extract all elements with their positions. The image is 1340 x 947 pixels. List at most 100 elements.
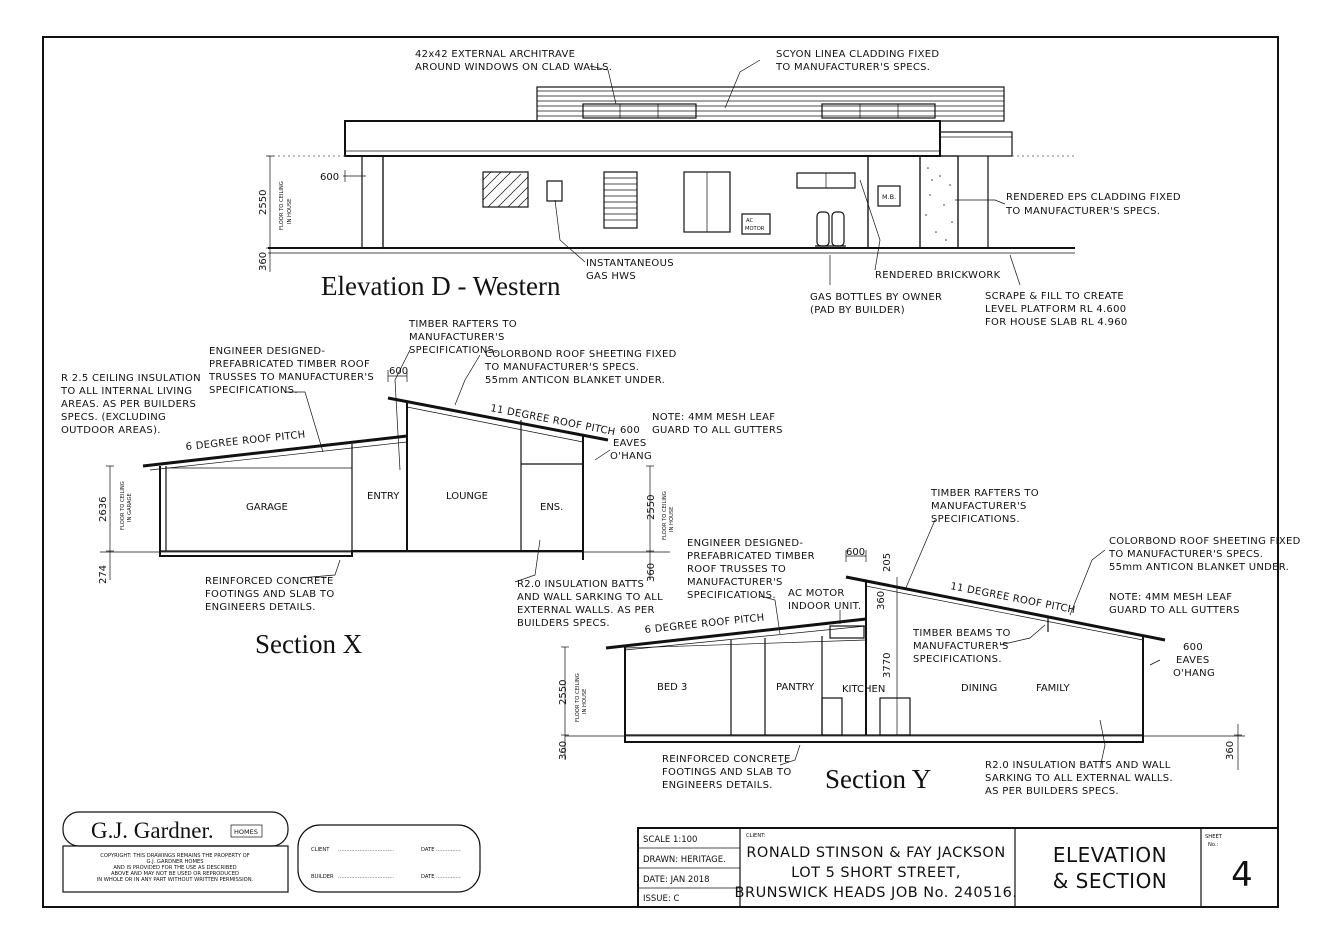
sx-dim-top: 600 <box>389 366 408 377</box>
sy-rafters-2: MANUFACTURER'S <box>931 501 1027 512</box>
clerestory-window-right <box>821 103 936 119</box>
note-cladding-2: TO MANUFACTURER'S SPECS. <box>775 62 930 73</box>
copyright-1: COPYRIGHT: THIS DRAWINGS REMAINS THE PRO… <box>100 853 249 859</box>
sx-dim-garage: 2636 <box>98 497 109 522</box>
tb-scale: SCALE 1:100 <box>643 835 697 845</box>
sy-trusses-5: SPECIFICATIONS. <box>687 590 776 601</box>
mb-label: M.B. <box>882 193 896 201</box>
room-pantry: PANTRY <box>776 682 815 693</box>
sx-batts-4: BUILDERS SPECS. <box>517 618 610 629</box>
sy-footings-2: FOOTINGS AND SLAB TO <box>662 767 792 778</box>
section-x-title: Section X <box>255 629 363 659</box>
sy-dim-top: 600 <box>846 547 865 558</box>
sx-footings-1: REINFORCED CONCRETE <box>205 576 334 587</box>
ac-label-2: MOTOR <box>745 226 765 232</box>
sy-batts-3: AS PER BUILDERS SPECS. <box>985 786 1119 797</box>
tb-heading-1: ELEVATION <box>1053 843 1167 867</box>
sy-batts-1: R2.0 INSULATION BATTS AND WALL <box>985 760 1171 771</box>
note-scrape-2: LEVEL PLATFORM RL 4.600 <box>985 304 1126 315</box>
signoff-date-1: DATE <box>421 847 435 853</box>
sy-colorbond-1: COLORBOND ROOF SHEETING FIXED <box>1109 536 1301 547</box>
sx-trusses-3: TRUSSES TO MANUFACTURER'S <box>208 372 374 383</box>
note-gas-2: (PAD BY BUILDER) <box>810 305 905 316</box>
sx-batts-1: R2.0 INSULATION BATTS <box>517 579 644 590</box>
copyright-5: IN WHOLE OR IN ANY PART WITHOUT WRITTEN … <box>97 877 254 883</box>
ac-label-1: AC <box>746 218 753 224</box>
sy-eaves-1: 600 <box>1183 642 1203 653</box>
sx-house-note-2: IN HOUSE <box>669 507 675 532</box>
note-brick: RENDERED BRICKWORK <box>875 270 1001 281</box>
dim-eave: 600 <box>320 172 339 183</box>
sx-ceiling-4: SPECS. (EXCLUDING <box>61 412 166 423</box>
sy-rafters-3: SPECIFICATIONS. <box>931 514 1020 525</box>
sy-dim-mid: 3770 <box>882 653 893 678</box>
sx-ceiling-5: OUTDOOR AREAS). <box>61 425 161 436</box>
sy-beams-1: TIMBER BEAMS TO <box>912 628 1011 639</box>
tb-sheet-number: 4 <box>1231 855 1253 895</box>
copyright-3: AND IS PROVIDED FOR THE USE AS DESCRIBED <box>113 865 236 871</box>
tb-client-label: CLIENT: <box>746 833 766 839</box>
sy-dim-house: 2550 <box>558 680 569 705</box>
clerestory-window-left <box>582 103 697 119</box>
dim-slab: 360 <box>258 252 269 271</box>
dim-height-note-1: FLOOR TO CEILING <box>279 181 285 230</box>
sy-trusses-4: MANUFACTURER'S <box>687 577 783 588</box>
sx-colorbond-1: COLORBOND ROOF SHEETING FIXED <box>485 349 677 360</box>
room-dining: DINING <box>961 683 997 694</box>
signoff-date-2: DATE <box>421 874 435 880</box>
sy-eaves-2: EAVES <box>1176 655 1210 666</box>
sy-ac-1: AC MOTOR <box>788 588 845 599</box>
brick-wall <box>867 155 921 249</box>
signoff-builder-dots: .................................. <box>338 874 394 880</box>
tb-client-line-3: BRUNSWICK HEADS JOB No. 240516. <box>735 885 1018 901</box>
signoff-box <box>297 824 481 893</box>
sx-eaves-2: EAVES <box>613 438 647 449</box>
sy-beams-3: SPECIFICATIONS. <box>913 654 1002 665</box>
room-kitchen: KITCHEN <box>842 684 885 695</box>
tb-sheet-label-2: No.: <box>1208 842 1219 848</box>
elevation-d-western <box>266 59 1075 286</box>
sx-trusses-4: SPECIFICATIONS. <box>209 385 298 396</box>
room-garage: GARAGE <box>246 502 288 513</box>
note-eps-1: RENDERED EPS CLADDING FIXED <box>1006 192 1181 203</box>
dim-height: 2550 <box>258 190 269 215</box>
tb-heading-2: & SECTION <box>1053 869 1168 893</box>
meter-box <box>877 185 901 207</box>
sx-mesh-2: GUARD TO ALL GUTTERS <box>652 425 783 436</box>
note-cladding-1: SCYON LINEA CLADDING FIXED <box>776 49 939 60</box>
low-roof <box>142 434 408 468</box>
sx-batts-2: AND WALL SARKING TO ALL <box>517 592 663 603</box>
sx-dim-slab: 274 <box>98 565 109 584</box>
sx-house-note-1: FLOOR TO CEILING <box>662 491 668 540</box>
sy-trusses-1: ENGINEER DESIGNED- <box>687 538 803 549</box>
sx-trusses-1: ENGINEER DESIGNED- <box>209 346 325 357</box>
sy-footings-1: REINFORCED CONCRETE <box>662 754 791 765</box>
sy-trusses-2: PREFABRICATED TIMBER <box>687 551 815 562</box>
sx-eaves-3: O'HANG <box>610 451 652 462</box>
tb-sheet-label-1: SHEET <box>1205 834 1223 840</box>
section-x <box>100 349 670 583</box>
tb-client-line-2: LOT 5 SHORT STREET, <box>791 865 961 881</box>
sy-eaves-3: O'HANG <box>1173 668 1215 679</box>
sx-garage-note-1: FLOOR TO CEILING <box>120 481 126 530</box>
sy-house-note-2: IN HOUSE <box>582 689 588 714</box>
sx-rafters-1: TIMBER RAFTERS TO <box>408 319 517 330</box>
note-architrave-2: AROUND WINDOWS ON CLAD WALLS. <box>415 62 612 73</box>
logo-name: G.J. Gardner. <box>91 818 214 843</box>
gj-gardner-logo <box>62 811 289 893</box>
elevation-title: Elevation D - Western <box>321 271 561 301</box>
dim-height-note-2: IN HOUSE <box>287 199 293 224</box>
tb-drawn: DRAWN: HERITAGE. <box>643 855 726 865</box>
sx-rafters-3: SPECIFICATIONS. <box>409 345 498 356</box>
sy-beams-2: MANUFACTURER'S <box>913 641 1009 652</box>
eps-texture <box>925 167 953 241</box>
note-hws-2: GAS HWS <box>586 271 636 282</box>
sy-trusses-3: ROOF TRUSSES TO <box>687 564 786 575</box>
sx-footings-3: ENGINEERS DETAILS. <box>205 602 316 613</box>
cladding-lines <box>537 95 1004 117</box>
section-y <box>561 519 1245 770</box>
gas-hws-unit <box>546 180 563 202</box>
sx-garage-note-2: IN GARAGE <box>127 493 133 522</box>
sy-rafters-1: TIMBER RAFTERS TO <box>930 488 1039 499</box>
